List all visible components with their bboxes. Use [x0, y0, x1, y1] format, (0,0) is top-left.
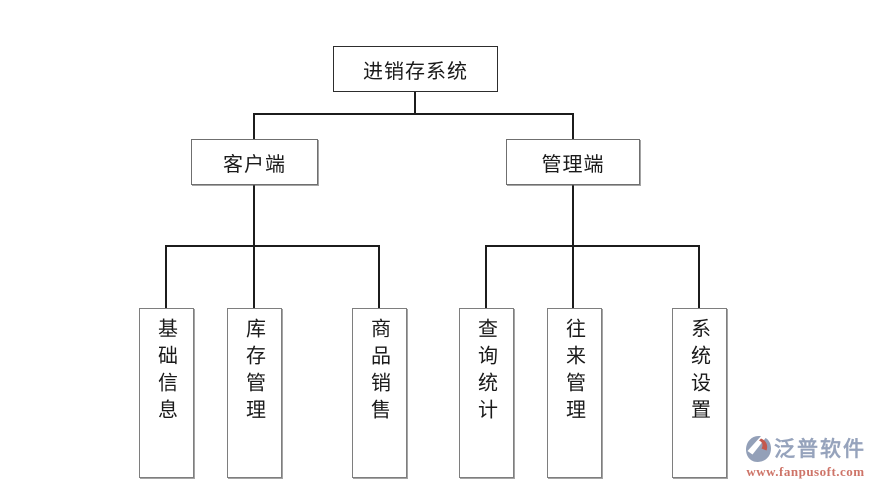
node-leaf-query-stats: 查询统计: [459, 308, 514, 478]
connector-leaf3-stub: [378, 245, 380, 308]
node-leaf-basic-info-label: 基础信息: [154, 318, 179, 426]
node-branch-admin-label: 管理端: [541, 151, 605, 176]
node-root-label: 进销存系统: [363, 58, 468, 83]
connector-admin-horizontal: [485, 245, 700, 247]
connector-level1-horizontal: [253, 113, 574, 115]
connector-leaf6-stub: [698, 245, 700, 308]
connector-leaf2-stub: [253, 245, 255, 308]
vendor-url: www.fanpusoft.com: [746, 464, 865, 479]
node-leaf-transactions-mgmt-label: 往来管理: [562, 318, 587, 426]
vendor-watermark: 泛普软件 www.fanpusoft.com: [745, 435, 866, 478]
connector-root-down: [414, 92, 416, 114]
connector-admin-down: [572, 185, 574, 246]
vendor-brand-name: 泛普软件: [774, 436, 866, 461]
node-leaf-query-stats-label: 查询统计: [474, 318, 499, 426]
connector-leaf5-stub: [572, 245, 574, 308]
node-branch-admin: 管理端: [506, 139, 640, 185]
connector-client-stub: [253, 113, 255, 139]
node-leaf-system-settings-label: 系统设置: [687, 318, 712, 426]
node-leaf-product-sales: 商品销售: [352, 308, 407, 478]
node-root-system: 进销存系统: [333, 46, 498, 92]
node-branch-client-label: 客户端: [223, 151, 286, 176]
node-leaf-system-settings: 系统设置: [672, 308, 727, 478]
node-leaf-inventory-mgmt: 库存管理: [227, 308, 282, 478]
connector-client-horizontal: [165, 245, 380, 247]
connector-leaf1-stub: [165, 245, 167, 308]
fanpu-logo-icon: [745, 435, 772, 463]
node-branch-client: 客户端: [191, 139, 318, 185]
node-leaf-product-sales-label: 商品销售: [367, 318, 392, 426]
node-leaf-inventory-mgmt-label: 库存管理: [242, 318, 267, 426]
connector-client-down: [253, 185, 255, 246]
node-leaf-basic-info: 基础信息: [139, 308, 194, 478]
node-leaf-transactions-mgmt: 往来管理: [547, 308, 602, 478]
connector-leaf4-stub: [485, 245, 487, 308]
connector-admin-stub: [572, 113, 574, 139]
